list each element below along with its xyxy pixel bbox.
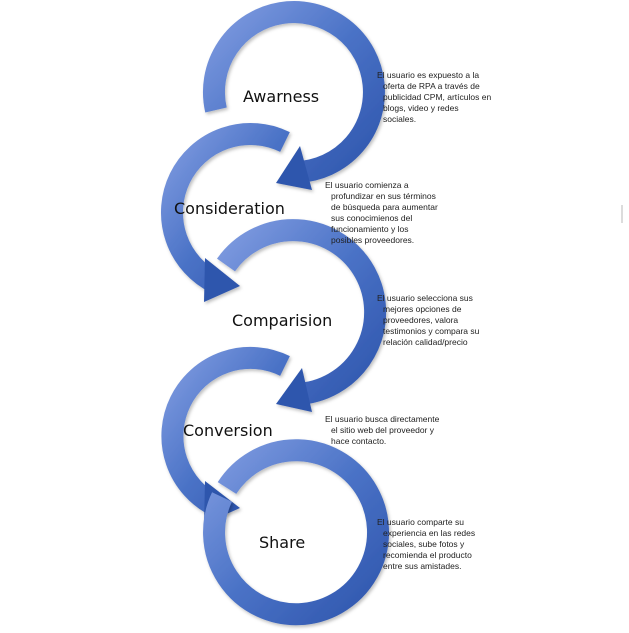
stage-arc-5 bbox=[203, 439, 390, 626]
stage-label-conversion: Conversion bbox=[183, 421, 273, 440]
description-line: sociales, sube fotos y bbox=[383, 539, 465, 549]
stage-label-awarness: Awarness bbox=[243, 87, 320, 106]
arrowhead-2 bbox=[204, 258, 240, 302]
description-line: El usuario busca directamente bbox=[325, 414, 440, 424]
stage-label-share: Share bbox=[259, 533, 306, 552]
description-line: de búsqueda para aumentar bbox=[331, 202, 438, 212]
description-line: funcionamiento y los bbox=[331, 224, 409, 234]
description-line: proveedores, valora bbox=[383, 315, 459, 325]
description-line: posibles proveedores. bbox=[331, 235, 415, 245]
description-line: oferta de RPA a través de bbox=[383, 81, 480, 91]
description-line: publicidad CPM, artículos en bbox=[383, 92, 492, 102]
description-line: El usuario comienza a bbox=[325, 180, 409, 190]
description-line: hace contacto. bbox=[331, 436, 387, 446]
arrowhead-3 bbox=[276, 368, 312, 412]
description-line: blogs, video y redes bbox=[383, 103, 459, 113]
description-line: relación calidad/precio bbox=[383, 337, 468, 347]
stage-description-awarness: El usuario es expuesto a la oferta de RP… bbox=[377, 70, 517, 125]
description-line: profundizar en sus términos bbox=[331, 191, 436, 201]
stage-description-consideration: El usuario comienza a profundizar en sus… bbox=[325, 180, 465, 246]
arrowhead-1 bbox=[276, 146, 312, 190]
stage-arc-3 bbox=[217, 219, 387, 412]
description-line: El usuario selecciona sus bbox=[377, 293, 473, 303]
stage-description-conversion: El usuario busca directamente el sitio w… bbox=[325, 414, 465, 447]
description-line: entre sus amistades. bbox=[383, 561, 462, 571]
description-line: experiencia en las redes bbox=[383, 528, 476, 538]
description-line: El usuario comparte su bbox=[377, 517, 464, 527]
stage-description-share: El usuario comparte su experiencia en la… bbox=[377, 517, 517, 572]
stage-arc-4 bbox=[161, 346, 290, 524]
stage-label-comparision: Comparision bbox=[232, 311, 333, 330]
description-line: recomienda el producto bbox=[383, 550, 472, 560]
stage-description-comparision: El usuario selecciona sus mejores opcion… bbox=[377, 293, 517, 348]
edge-divider bbox=[621, 205, 623, 223]
stage-label-consideration: Consideration bbox=[174, 199, 285, 218]
description-line: el sitio web del proveedor y bbox=[331, 425, 435, 435]
stage-arc-2 bbox=[161, 123, 290, 302]
stage-arc-1 bbox=[203, 1, 385, 190]
description-line: testimonios y compara su bbox=[383, 326, 480, 336]
description-line: sus conocimienos del bbox=[331, 213, 413, 223]
description-line: mejores opciones de bbox=[383, 304, 462, 314]
description-line: El usuario es expuesto a la bbox=[377, 70, 480, 80]
description-line: sociales. bbox=[383, 114, 417, 124]
